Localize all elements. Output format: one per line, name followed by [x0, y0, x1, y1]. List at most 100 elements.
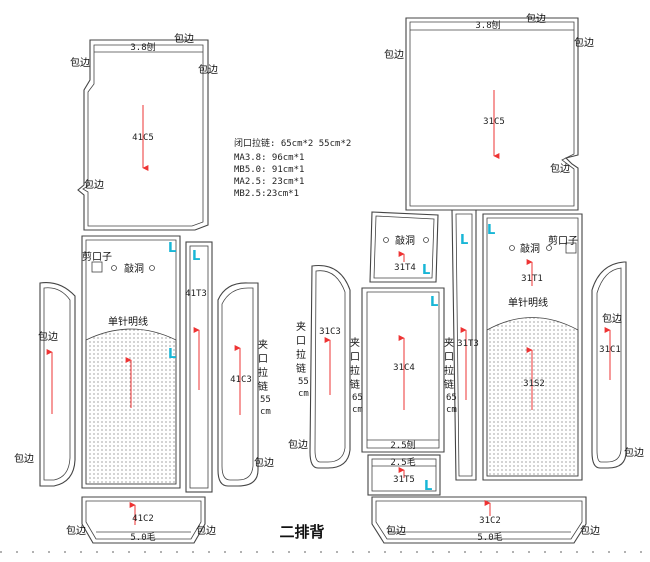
l-marker: L	[430, 295, 438, 310]
edge-label-25: 2.5毛	[390, 456, 415, 468]
zipper-char: 链	[258, 380, 268, 393]
edge-label: 包边	[386, 524, 406, 537]
edge-label-50: 5.0毛	[477, 531, 502, 543]
zipper-char: 55	[260, 395, 271, 405]
piece-41c5: 3.8刨 41C5	[77, 39, 209, 231]
zipper-char: 链	[350, 378, 360, 391]
piece-31c4: 31C4 2.5刨 L	[361, 287, 445, 453]
edge-label-38: 3.8刨	[130, 41, 155, 53]
zipper-note-a: 夹 口 拉 链 55 cm	[296, 320, 309, 399]
edge-label-38: 3.8刨	[475, 19, 500, 31]
stitch-label: 单针明线	[108, 315, 148, 328]
zipper-char: 65	[352, 393, 363, 403]
piece-left-back: 剪口子 敲洞 单针明线 L L	[81, 235, 181, 489]
l-marker: L	[168, 347, 176, 362]
piece-41c3: 41C3	[217, 282, 259, 487]
edge-label: 包边	[14, 452, 34, 465]
note-line: MA3.8: 96cm*1	[234, 153, 304, 163]
punch-hole-label: 敲洞	[124, 262, 144, 275]
piece-label-31c4: 31C4	[393, 363, 415, 373]
edge-label: 包边	[38, 330, 58, 343]
zipper-char: 55	[298, 377, 309, 387]
piece-31c1: 31C1	[591, 261, 627, 469]
zipper-char: 口	[350, 352, 360, 363]
zipper-char: 拉	[350, 364, 360, 377]
diagram-title: 二排背	[279, 523, 324, 541]
piece-label-41c2: 41C2	[132, 514, 154, 524]
edge-label: 包边	[288, 438, 308, 451]
zipper-char: 链	[296, 362, 306, 375]
note-line: 闭口拉链: 65cm*2 55cm*2	[234, 137, 351, 149]
punch-hole-label: 敲洞	[395, 234, 415, 247]
zipper-char: 拉	[296, 348, 306, 361]
l-marker: L	[424, 479, 432, 494]
zipper-char: 口	[444, 352, 454, 363]
piece-31t4: 敲洞 31T4 L	[369, 211, 439, 283]
edge-label-50: 5.0毛	[130, 531, 155, 543]
zipper-char: 拉	[444, 364, 454, 377]
piece-31c3: 31C3	[309, 264, 351, 469]
edge-label: 包边	[70, 56, 90, 69]
piece-label-31c1: 31C1	[599, 345, 621, 355]
cut-mouth-label: 剪口子	[82, 250, 112, 263]
edge-label: 包边	[574, 36, 594, 49]
piece-label-41c3: 41C3	[230, 375, 252, 385]
edge-label: 包边	[84, 178, 104, 191]
piece-31c5: 3.8刨 31C5	[405, 17, 579, 211]
l-marker: L	[168, 241, 176, 256]
note-line: MB5.0: 91cm*1	[234, 165, 304, 175]
piece-left-side-strip	[39, 281, 76, 487]
l-marker: L	[487, 223, 495, 238]
zipper-char: 夹	[296, 320, 306, 333]
l-marker: L	[192, 249, 200, 264]
piece-label-41t3: 41T3	[185, 289, 207, 299]
edge-label: 包边	[384, 48, 404, 61]
edge-label: 包边	[174, 32, 194, 45]
zipper-char: 夹	[350, 336, 360, 349]
cut-mouth-label: 剪口子	[548, 234, 578, 247]
stitch-label: 单针明线	[508, 296, 548, 309]
l-marker: L	[460, 233, 468, 248]
piece-label-31t1: 31T1	[521, 274, 543, 284]
piece-label-31t3: 31T3	[457, 339, 479, 349]
edge-label: 包边	[66, 524, 86, 537]
edge-label: 包边	[526, 12, 546, 25]
edge-label: 包边	[580, 524, 600, 537]
l-marker: L	[422, 263, 430, 278]
piece-label-31c5: 31C5	[483, 117, 505, 127]
piece-label-31c2: 31C2	[479, 516, 501, 526]
piece-label-31t4: 31T4	[394, 263, 416, 273]
piece-31c2: 31C2 5.0毛	[371, 496, 587, 544]
edge-label: 包边	[254, 456, 274, 469]
notes-block: 闭口拉链: 65cm*2 55cm*2 MA3.8: 96cm*1 MB5.0:…	[234, 137, 351, 199]
zipper-char: 口	[258, 354, 268, 365]
edge-label: 包边	[602, 312, 622, 325]
zipper-char: 链	[444, 378, 454, 391]
zipper-char: cm	[298, 389, 309, 399]
zipper-note-b: 夹 口 拉 链 65 cm	[350, 336, 363, 415]
zipper-char: cm	[352, 405, 363, 415]
piece-label-31s2: 31S2	[523, 379, 545, 389]
piece-label-41c5: 41C5	[132, 133, 154, 143]
piece-31t5: 2.5毛 31T5 L	[367, 454, 441, 496]
edge-label: 包边	[196, 524, 216, 537]
zipper-char: 65	[446, 393, 457, 403]
edge-label: 包边	[198, 63, 218, 76]
edge-label-25b: 2.5刨	[390, 439, 415, 451]
piece-41c2: 41C2 5.0毛	[81, 496, 206, 544]
note-line: MA2.5: 23cm*1	[234, 177, 304, 187]
zipper-char: 口	[296, 336, 306, 347]
zipper-char: cm	[260, 407, 271, 417]
zipper-char: 夹	[444, 336, 454, 349]
zipper-char: 拉	[258, 366, 268, 379]
piece-label-31c3: 31C3	[319, 327, 341, 337]
piece-41t3: 41T3 L	[185, 241, 213, 493]
piece-label-31t5: 31T5	[393, 475, 415, 485]
zipper-char: cm	[446, 405, 457, 415]
edge-label: 包边	[550, 162, 570, 175]
note-line: MB2.5:23cm*1	[234, 189, 299, 199]
piece-31t3: 31T3 L	[451, 209, 479, 481]
edge-label: 包边	[624, 446, 644, 459]
punch-hole-label: 敲洞	[520, 242, 540, 255]
